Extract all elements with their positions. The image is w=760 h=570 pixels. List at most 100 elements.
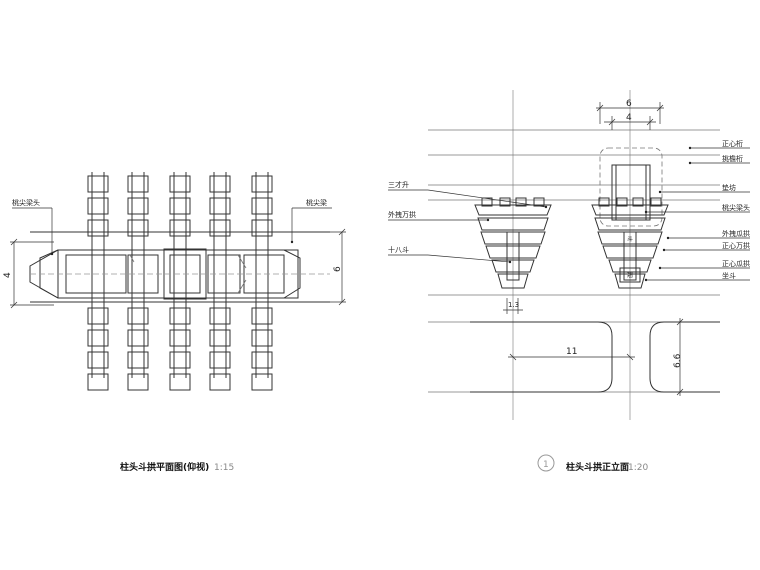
elev-dim-small-value: 1.3 (508, 301, 519, 309)
elev-inner-label-1: 斗 (627, 236, 633, 243)
plan-block (127, 197, 149, 215)
elevation-view: 6 4 1.3 11 6.6 (388, 90, 750, 473)
plan-label-right: 桃尖梁 (290, 198, 332, 244)
plan-block (87, 219, 109, 237)
bracket-right (591, 197, 669, 289)
leader-dot (662, 248, 666, 252)
elevation-center-block (599, 147, 663, 227)
elev-inner-label-2: 翘 (627, 271, 633, 279)
plan-rail-3 (209, 172, 231, 391)
plan-block (169, 197, 191, 215)
elev-label-right-5: 正心万拱 (662, 241, 750, 252)
plan-block (169, 219, 191, 237)
elevation-title-block: 1 柱头斗拱正立面 1:20 (537, 454, 648, 473)
elev-dim-height-value: 6.6 (673, 353, 683, 368)
leader-dot (666, 236, 670, 240)
plan-block (127, 351, 149, 369)
leader-dot (658, 190, 662, 194)
leader-dot (644, 278, 648, 282)
elev-number: 1 (543, 460, 549, 470)
elevation-dim-small: 1.3 (503, 298, 523, 314)
elev-label-right-text: 正心瓜拱 (722, 259, 750, 268)
elev-label-left-1: 外拽万拱 (388, 210, 416, 219)
plan-block (209, 175, 231, 193)
plan-block (169, 351, 191, 369)
leader-dot (688, 161, 692, 165)
plan-block (209, 197, 231, 215)
bracket-post (623, 231, 637, 281)
elevation-dim-top: 6 4 (596, 99, 664, 130)
plan-block (251, 307, 273, 325)
plan-block (127, 329, 149, 347)
elev-label-right-7: 坐斗 (644, 271, 750, 282)
plan-block (169, 373, 191, 391)
plan-main-beam (29, 231, 330, 303)
bracket-arm (485, 245, 541, 259)
elev-label-right-text: 桃尖梁头 (722, 203, 750, 212)
bracket-arm (477, 217, 549, 231)
bracket-block (632, 197, 644, 207)
bracket-arm (614, 273, 646, 289)
elev-label-left-0: 三才升 (388, 180, 409, 189)
elev-label-right-2: 垫坊 (658, 183, 750, 194)
elev-label-right-text: 坐斗 (722, 271, 736, 280)
elev-label-left-2: 十八斗 (388, 245, 409, 254)
plan-block (209, 329, 231, 347)
plan-rail-4 (251, 172, 273, 391)
elev-label-right-text: 外拽瓜拱 (722, 229, 750, 238)
elev-label-right-text: 正心万拱 (722, 241, 750, 250)
plan-block (87, 175, 109, 193)
plan-view: 4 6 桃尖梁头 桃尖梁 柱头斗拱平面图(仰视) 1:15 (3, 172, 346, 473)
plan-block (251, 219, 273, 237)
elev-label-right-6: 正心瓜拱 (658, 259, 750, 270)
plan-rail-1 (127, 172, 149, 391)
plan-block (87, 197, 109, 215)
bracket-block (481, 197, 493, 207)
elev-label-right-3: 桃尖梁头 (644, 203, 750, 214)
plan-block (251, 175, 273, 193)
plan-vertical-members (87, 172, 273, 391)
leader-dot (644, 210, 648, 214)
elev-label-right-text: 垫坊 (722, 183, 736, 192)
plan-block (169, 329, 191, 347)
bracket-left (474, 197, 552, 289)
elev-dim-span-value: 11 (566, 347, 577, 357)
plan-block (209, 351, 231, 369)
bracket-block (650, 197, 662, 207)
plan-label-left: 桃尖梁头 (12, 198, 54, 256)
plan-block (87, 351, 109, 369)
bracket-arm (602, 245, 658, 259)
plan-block (209, 219, 231, 237)
elevation-brackets (474, 197, 669, 289)
plan-rail-2 (169, 172, 191, 391)
plan-dim-right-value: 6 (333, 266, 343, 272)
elev-label-right-0: 正心桁 (688, 139, 750, 150)
plan-title-block: 柱头斗拱平面图(仰视) 1:15 (120, 461, 234, 473)
elev-label-right-text: 正心桁 (722, 139, 743, 148)
plan-block (251, 351, 273, 369)
plan-block (251, 373, 273, 391)
bracket-block (616, 197, 628, 207)
plan-block (87, 373, 109, 391)
seat-block (619, 267, 641, 283)
plan-label-liangtou: 桃尖梁头 (12, 198, 40, 207)
elevation-labels-left: 三才升 外拽万拱 十八斗 (388, 180, 548, 264)
elev-label-right-text: 挑檐桁 (722, 154, 743, 163)
elev-label-right-1: 挑檐桁 (688, 154, 750, 165)
plan-rail-0 (87, 172, 109, 391)
plan-scale: 1:15 (214, 463, 234, 473)
elevation-dim-span: 11 (508, 347, 635, 361)
plan-block (209, 373, 231, 391)
plan-block (127, 175, 149, 193)
elev-dim-top-inner: 4 (626, 113, 632, 123)
plan-dimension-right: 6 (300, 228, 346, 306)
leader-dot (688, 146, 692, 150)
plan-block (127, 307, 149, 325)
bracket-arm (608, 259, 652, 273)
plan-dim-left-value: 4 (3, 272, 13, 278)
plan-label-liang: 桃尖梁 (306, 198, 327, 207)
bracket-arm (491, 259, 535, 273)
plan-block (127, 219, 149, 237)
